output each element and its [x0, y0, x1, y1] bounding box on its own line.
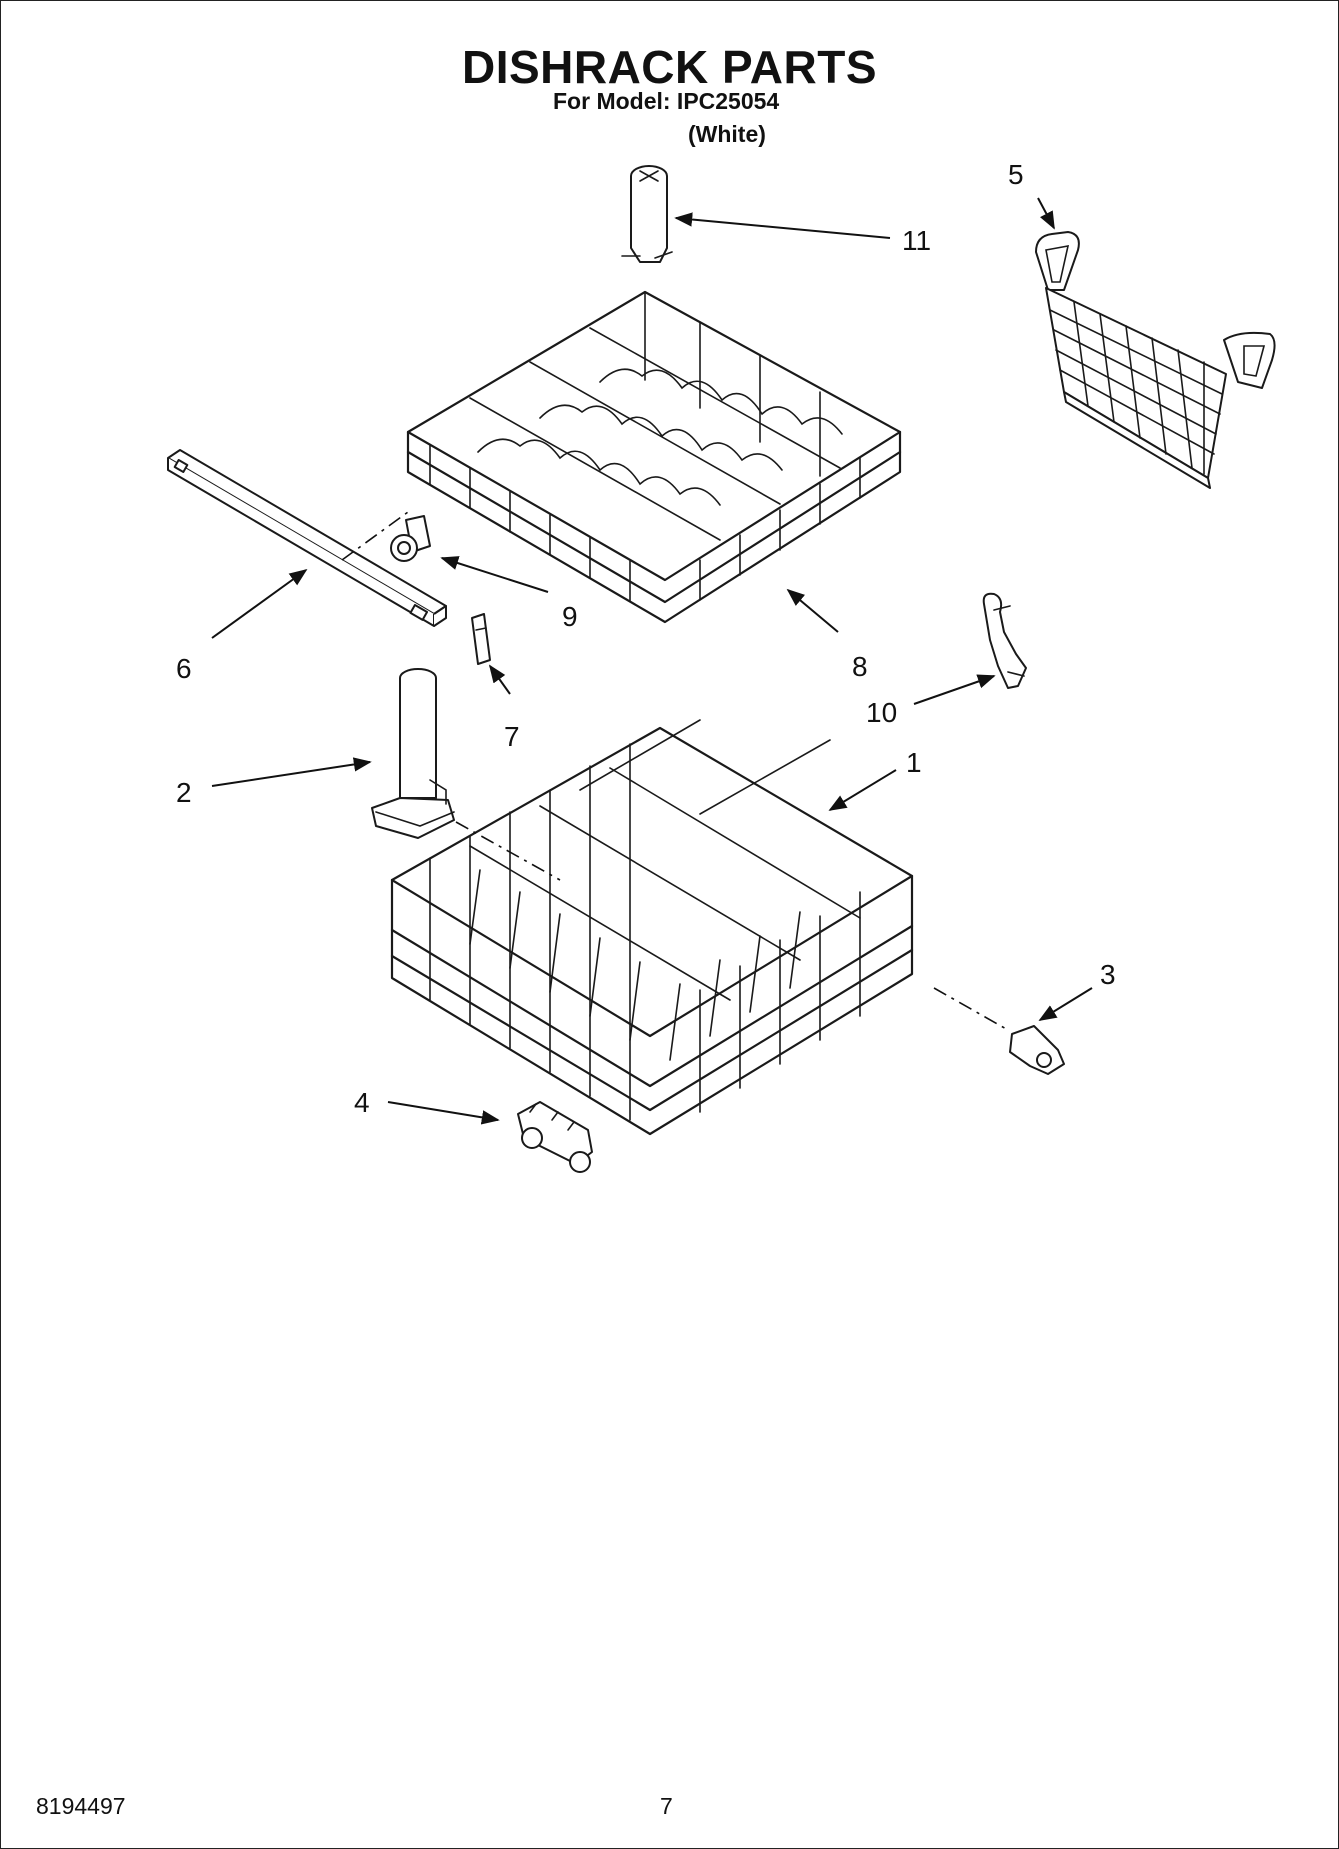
leader-line-3: [1038, 987, 1093, 1021]
leader-line-7: [488, 664, 511, 695]
lower-dishrack-part: [390, 719, 914, 1136]
document-number: 8194497: [36, 1793, 126, 1819]
upper-spray-tube-part: [621, 165, 673, 263]
assembly-line-track-rack: [341, 511, 409, 561]
page-title: DISHRACK PARTS: [461, 41, 878, 93]
assembly-line-clip-rack: [933, 987, 1009, 1031]
leader-line-5: [1037, 197, 1055, 230]
leader-line-2: [211, 757, 372, 787]
leader-line-1: [828, 769, 897, 811]
leader-line-4: [387, 1101, 500, 1125]
page-number: 7: [660, 1793, 673, 1819]
leader-line-9: [440, 556, 549, 593]
rack-wheel-assembly-part: [517, 1101, 593, 1173]
track-stop-part: [471, 613, 491, 665]
model-line: For Model: IPC25054: [553, 88, 780, 114]
leader-line-6: [211, 568, 308, 639]
callout-1: 1: [906, 747, 922, 778]
callout-11: 11: [902, 225, 931, 256]
assembly-line-tube-rack: [455, 821, 561, 881]
callout-7: 7: [504, 721, 520, 752]
rack-track-part: [167, 449, 447, 627]
color-note: (White): [688, 121, 766, 147]
rack-wheel-clip-part: [1009, 1025, 1065, 1075]
leader-line-10: [913, 674, 996, 705]
silverware-basket-part: [1035, 231, 1276, 489]
callout-3: 3: [1100, 959, 1116, 990]
callout-10: 10: [866, 697, 897, 728]
callout-4: 4: [354, 1087, 370, 1118]
callout-8: 8: [852, 651, 868, 682]
callout-6: 6: [176, 653, 192, 684]
upper-dishrack-part: [406, 290, 902, 624]
leader-line-11: [674, 212, 891, 239]
rack-roller-part: [390, 515, 431, 562]
callout-5: 5: [1008, 159, 1024, 190]
leader-line-8: [786, 588, 839, 633]
callout-2: 2: [176, 777, 192, 808]
lower-spray-tube-part: [371, 668, 455, 839]
rack-adjuster-part: [982, 592, 1027, 689]
callout-9: 9: [562, 601, 578, 632]
